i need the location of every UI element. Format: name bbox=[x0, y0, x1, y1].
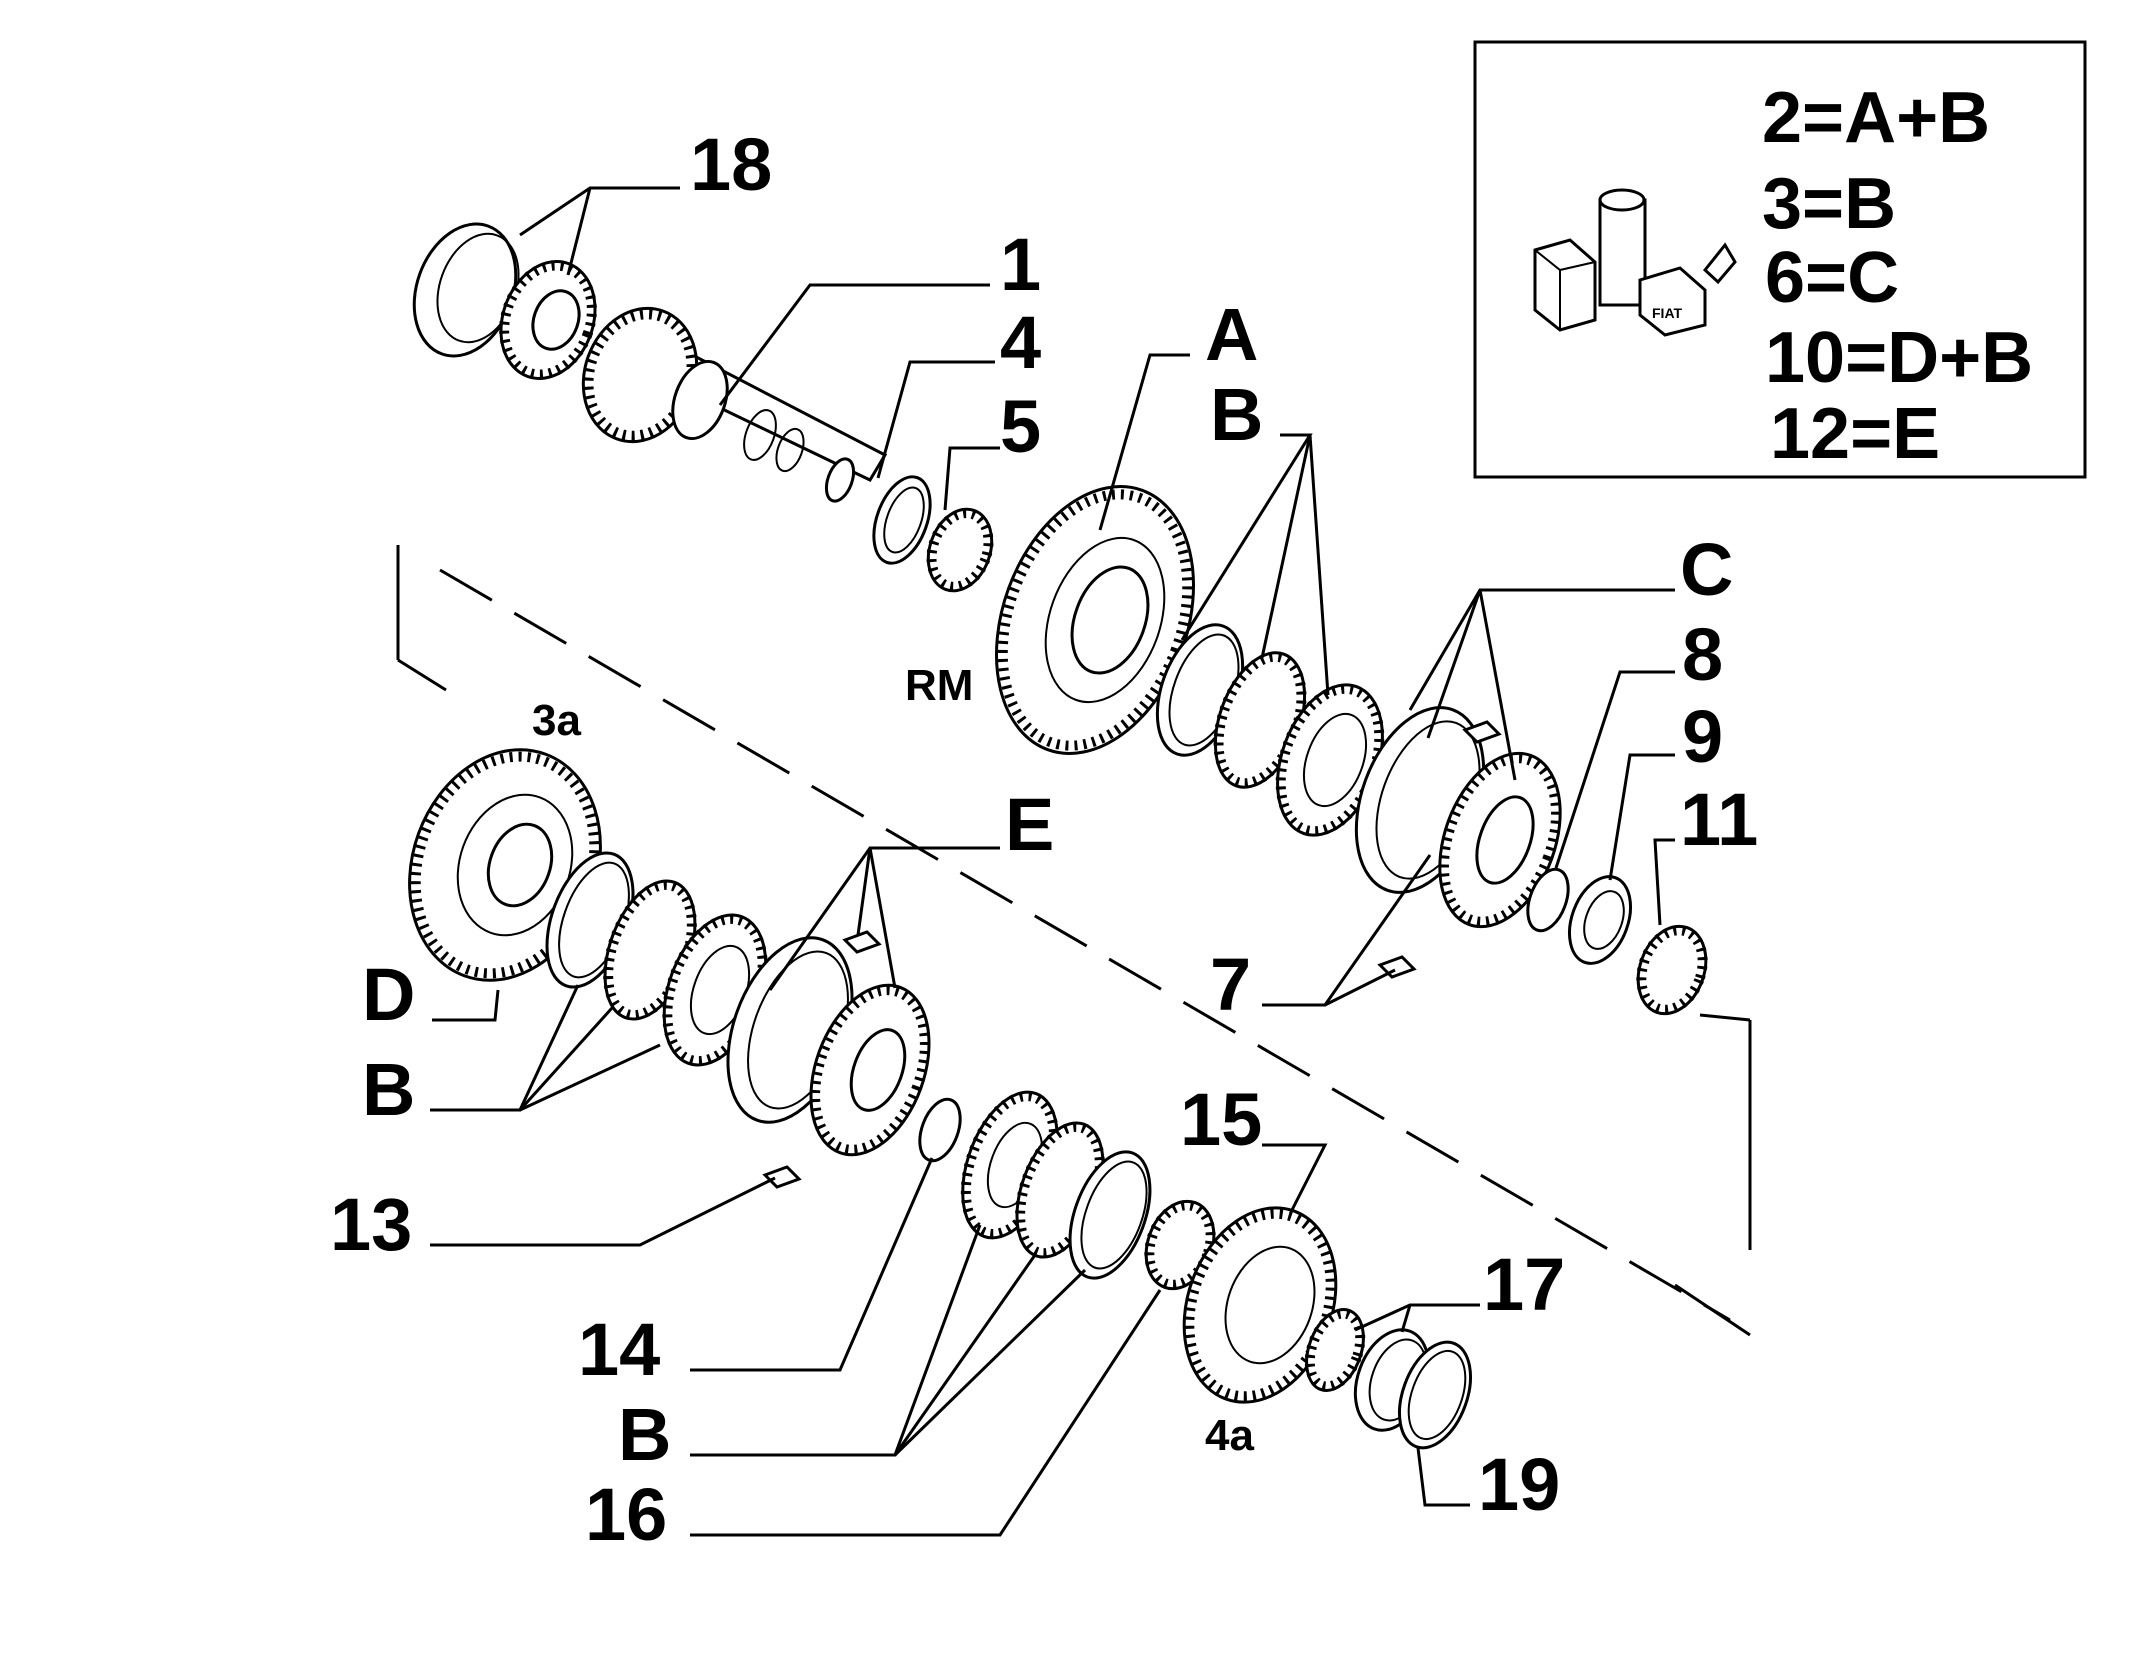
fiat-icon-text: FIAT bbox=[1652, 305, 1683, 321]
callout-b-bottom: B bbox=[618, 1393, 671, 1476]
callout-1: 1 bbox=[1000, 223, 1041, 306]
legend-line-2: 3=B bbox=[1762, 164, 1896, 244]
callout-9: 9 bbox=[1682, 695, 1723, 778]
callout-7: 7 bbox=[1210, 943, 1251, 1026]
synchro-hub-e bbox=[809, 983, 931, 1157]
snap-ring-8 bbox=[1526, 867, 1570, 933]
fiat-parts-box-icon: FIAT bbox=[1533, 188, 1737, 337]
callout-11: 11 bbox=[1680, 778, 1758, 861]
needle-bearing-5 bbox=[926, 507, 994, 593]
callout-b-top: B bbox=[1210, 373, 1263, 456]
callout-14: 14 bbox=[578, 1308, 660, 1391]
label-4a: 4a bbox=[1205, 1411, 1254, 1460]
synchro-rings-b-bottom bbox=[960, 1090, 1152, 1280]
needle-bearing-11 bbox=[1636, 924, 1708, 1016]
gear-4a bbox=[1182, 1206, 1338, 1404]
callout-4: 4 bbox=[1000, 301, 1041, 384]
synchro-rings-b-top bbox=[1155, 623, 1385, 837]
callout-a: A bbox=[1205, 293, 1258, 376]
tapered-bearing-18 bbox=[499, 260, 597, 380]
spacer-9 bbox=[1568, 875, 1632, 965]
callout-b-left: B bbox=[362, 1048, 415, 1131]
main-shaft-1 bbox=[581, 306, 888, 503]
legend-line-5: 12=E bbox=[1770, 394, 1940, 474]
key-blocks-e-13 bbox=[762, 930, 882, 1189]
callout-19: 19 bbox=[1478, 1443, 1560, 1526]
synchro-hub-c bbox=[1438, 751, 1562, 929]
callout-5: 5 bbox=[1000, 385, 1041, 468]
callout-c: C bbox=[1680, 528, 1733, 611]
legend-box: FIAT 2=A+B 3=B 6=C 10=D+B 12=E bbox=[1473, 40, 2087, 479]
callout-8: 8 bbox=[1682, 613, 1723, 696]
legend-line-4: 10=D+B bbox=[1765, 318, 2033, 398]
label-3a: 3a bbox=[532, 696, 581, 745]
label-rm: RM bbox=[905, 661, 973, 710]
callout-d: D bbox=[362, 953, 415, 1036]
legend-line-3: 6=C bbox=[1765, 238, 1899, 318]
callout-18: 18 bbox=[690, 123, 772, 206]
key-blocks-7 bbox=[1377, 720, 1502, 979]
callout-e: E bbox=[1005, 783, 1054, 866]
snap-ring-14 bbox=[918, 1097, 962, 1163]
callout-16: 16 bbox=[585, 1473, 667, 1556]
assembly-axis-lines bbox=[396, 545, 1752, 1337]
gear-labels: RM 3a 4a bbox=[532, 661, 1254, 1460]
callout-13: 13 bbox=[330, 1183, 412, 1266]
leader-lines bbox=[430, 186, 1675, 1537]
shim-19 bbox=[1398, 1340, 1472, 1450]
legend-line-1: 2=A+B bbox=[1762, 78, 1990, 158]
callout-15: 15 bbox=[1180, 1078, 1262, 1161]
callout-labels: 18 1 4 5 A B C 8 9 11 7 E D B 13 15 17 1… bbox=[330, 123, 1758, 1556]
thrust-washer-4 bbox=[872, 475, 932, 565]
callout-17: 17 bbox=[1483, 1243, 1565, 1326]
